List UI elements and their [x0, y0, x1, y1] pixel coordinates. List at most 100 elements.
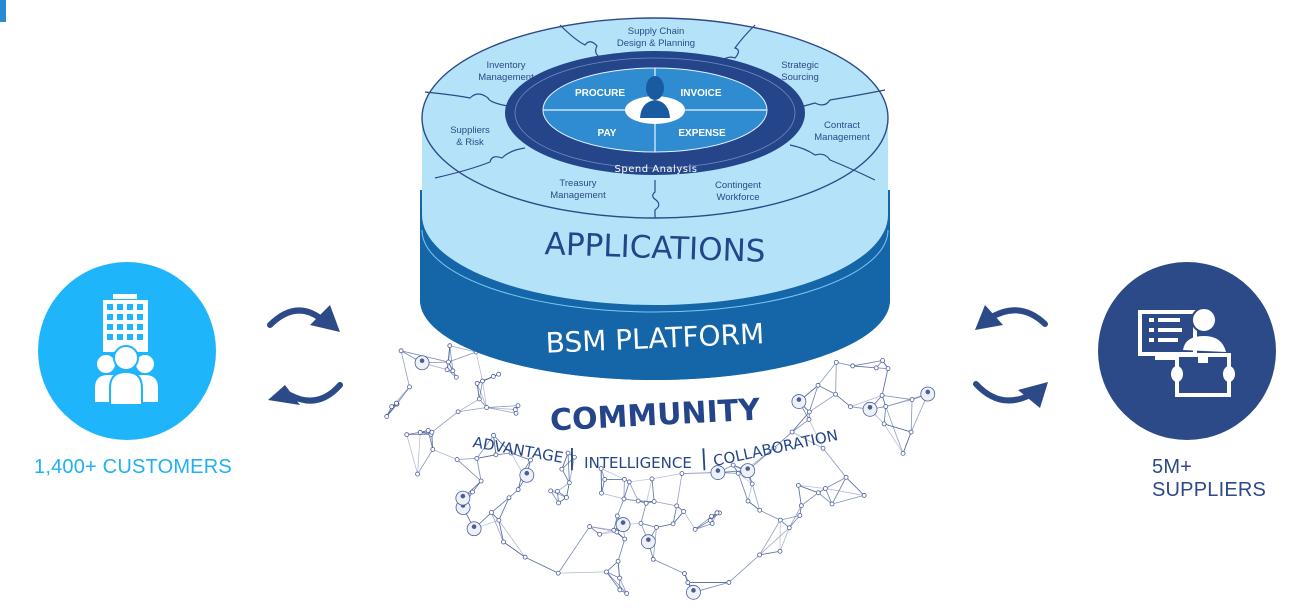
- network-link: [818, 492, 833, 505]
- exchange-arrows-right: [973, 307, 1048, 404]
- network-link: [808, 385, 819, 413]
- network-node: [806, 409, 812, 415]
- network-link: [503, 541, 526, 558]
- network-link: [498, 520, 504, 543]
- person-head: [925, 389, 931, 395]
- network-link: [676, 473, 683, 506]
- network-link: [883, 423, 904, 454]
- network-link: [645, 478, 653, 504]
- network-link: [476, 458, 482, 482]
- network-link: [599, 529, 614, 535]
- network-node: [480, 378, 485, 384]
- network-link: [808, 419, 824, 449]
- network-link: [836, 361, 853, 367]
- network-node: [797, 513, 803, 518]
- network-link: [683, 511, 696, 530]
- network-link: [798, 484, 826, 489]
- network-link: [417, 432, 421, 475]
- network-link: [885, 399, 913, 407]
- network-link: [759, 550, 781, 556]
- network-node: [450, 368, 456, 374]
- arrow-right-icon: [267, 307, 323, 328]
- network-node: [548, 488, 554, 494]
- network-node: [833, 391, 839, 397]
- network-link: [616, 498, 625, 517]
- network-node: [848, 404, 853, 410]
- network-node: [909, 397, 915, 402]
- network-node: [496, 371, 502, 377]
- network-node: [611, 527, 617, 533]
- network-link: [476, 383, 487, 408]
- network-node: [685, 580, 691, 585]
- network-link: [456, 459, 482, 482]
- network-node: [496, 517, 502, 523]
- person-head: [745, 466, 751, 471]
- network-link: [524, 556, 559, 574]
- network-node: [833, 359, 839, 365]
- network-node: [885, 366, 891, 372]
- network-node: [622, 536, 628, 542]
- network-node: [709, 513, 714, 519]
- network-link: [817, 362, 837, 386]
- network-node: [474, 455, 480, 461]
- network-link: [476, 435, 494, 459]
- network-link: [458, 407, 487, 413]
- network-node: [447, 343, 453, 349]
- network-node: [598, 466, 604, 471]
- network-link: [654, 501, 677, 507]
- network-node: [478, 478, 484, 484]
- network-node: [490, 374, 496, 379]
- network-link: [759, 519, 781, 556]
- person-head: [715, 468, 721, 473]
- network-link: [561, 468, 570, 483]
- network-node: [795, 482, 801, 488]
- network-node: [602, 476, 608, 482]
- pillar-collaboration: COLLABORATION: [712, 426, 840, 470]
- network-link: [835, 393, 851, 408]
- network-node: [624, 591, 630, 596]
- network-link: [600, 468, 625, 480]
- network-node: [491, 432, 496, 438]
- network-link: [825, 488, 865, 496]
- network-node: [407, 384, 412, 390]
- network-link: [845, 477, 865, 496]
- network-link: [831, 495, 865, 505]
- network-node: [389, 404, 395, 410]
- arrow-left-icon: [287, 382, 343, 404]
- person-head: [796, 397, 802, 402]
- network-link: [589, 526, 614, 531]
- network-node: [522, 554, 528, 560]
- pillar-intelligence: INTELLIGENCE: [584, 454, 692, 472]
- network-link: [694, 515, 712, 530]
- network-node: [806, 417, 812, 422]
- network-node: [883, 404, 889, 409]
- network-link: [550, 490, 559, 504]
- person-head: [460, 493, 466, 499]
- network-link: [510, 452, 523, 474]
- customers-node: [38, 262, 216, 440]
- network-link: [902, 431, 912, 454]
- network-node: [455, 409, 461, 415]
- network-link: [449, 345, 454, 371]
- network-node: [649, 476, 655, 482]
- network-node: [587, 524, 593, 529]
- network-node: [484, 405, 490, 410]
- network-node: [425, 428, 431, 433]
- network-link: [836, 361, 853, 367]
- separator: |: [700, 446, 709, 471]
- network-link: [567, 453, 570, 483]
- network-node: [681, 509, 687, 514]
- network-node: [444, 367, 450, 373]
- network-node: [757, 507, 763, 513]
- network-node: [654, 524, 659, 530]
- network-node: [682, 571, 687, 576]
- network-link: [557, 526, 590, 574]
- network-node: [512, 407, 518, 412]
- network-link: [651, 473, 683, 480]
- network-link: [797, 485, 802, 506]
- network-link: [788, 515, 801, 529]
- network-link: [457, 457, 477, 460]
- accent-bar: [0, 0, 6, 22]
